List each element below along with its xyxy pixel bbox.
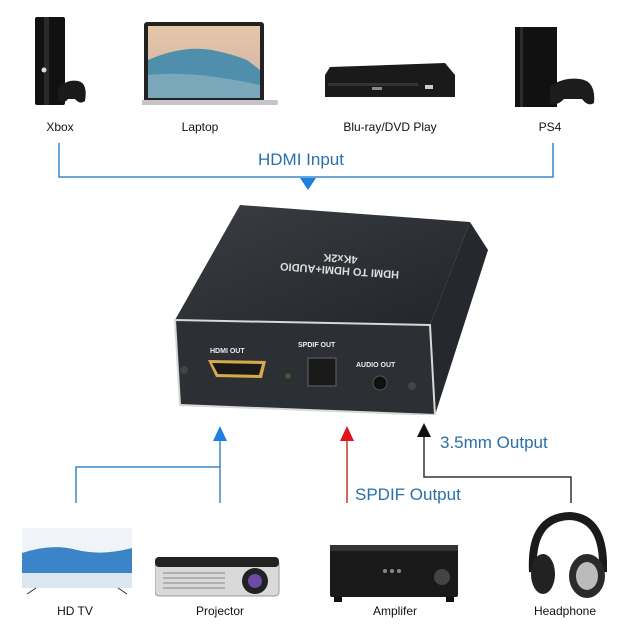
projector-icon bbox=[154, 555, 283, 600]
spdif-output-arrow bbox=[340, 426, 354, 441]
ps4-console-icon bbox=[510, 25, 602, 110]
xbox-console-icon bbox=[30, 15, 90, 111]
input-label-dvd: Blu-ray/DVD Play bbox=[343, 120, 437, 134]
hdmi-output-arrow bbox=[213, 426, 227, 441]
output-label-tv: HD TV bbox=[57, 604, 93, 618]
input-label-laptop: Laptop bbox=[181, 120, 219, 134]
analog-output-arrow bbox=[417, 423, 431, 437]
headphone-icon bbox=[525, 511, 608, 600]
hdmi-output-line bbox=[75, 432, 221, 503]
spdif-output-label: SPDIF Output bbox=[355, 485, 461, 504]
input-label-xbox: Xbox bbox=[46, 120, 74, 134]
output-label-headphone: Headphone bbox=[533, 604, 597, 618]
output-label-projector: Projector bbox=[195, 604, 245, 618]
port-label-audio: AUDIO OUT bbox=[356, 362, 396, 369]
hdmi-audio-extractor: HDMI TO HDMI+AUDIO 4Kx2K HDMI OUT SPDIF … bbox=[170, 200, 490, 417]
dvd-player-icon bbox=[320, 55, 460, 105]
device-side bbox=[430, 222, 488, 415]
output-label-amplifier: Amplifer bbox=[372, 604, 417, 618]
hdmi-input-label: HDMI Input bbox=[258, 150, 344, 169]
device-top bbox=[175, 205, 470, 325]
analog-output-label: 3.5mm Output bbox=[440, 433, 548, 452]
hdmi-input-bus-line bbox=[58, 143, 554, 178]
tv-icon bbox=[22, 528, 134, 596]
port-label-hdmi: HDMI OUT bbox=[210, 348, 245, 355]
amplifier-icon bbox=[330, 543, 458, 603]
port-label-spdif: SPDIF OUT bbox=[298, 342, 336, 349]
laptop-icon bbox=[140, 20, 278, 106]
input-label-ps4: PS4 bbox=[538, 120, 562, 134]
analog-output-line bbox=[423, 436, 572, 503]
hdmi-input-arrow bbox=[300, 178, 316, 190]
